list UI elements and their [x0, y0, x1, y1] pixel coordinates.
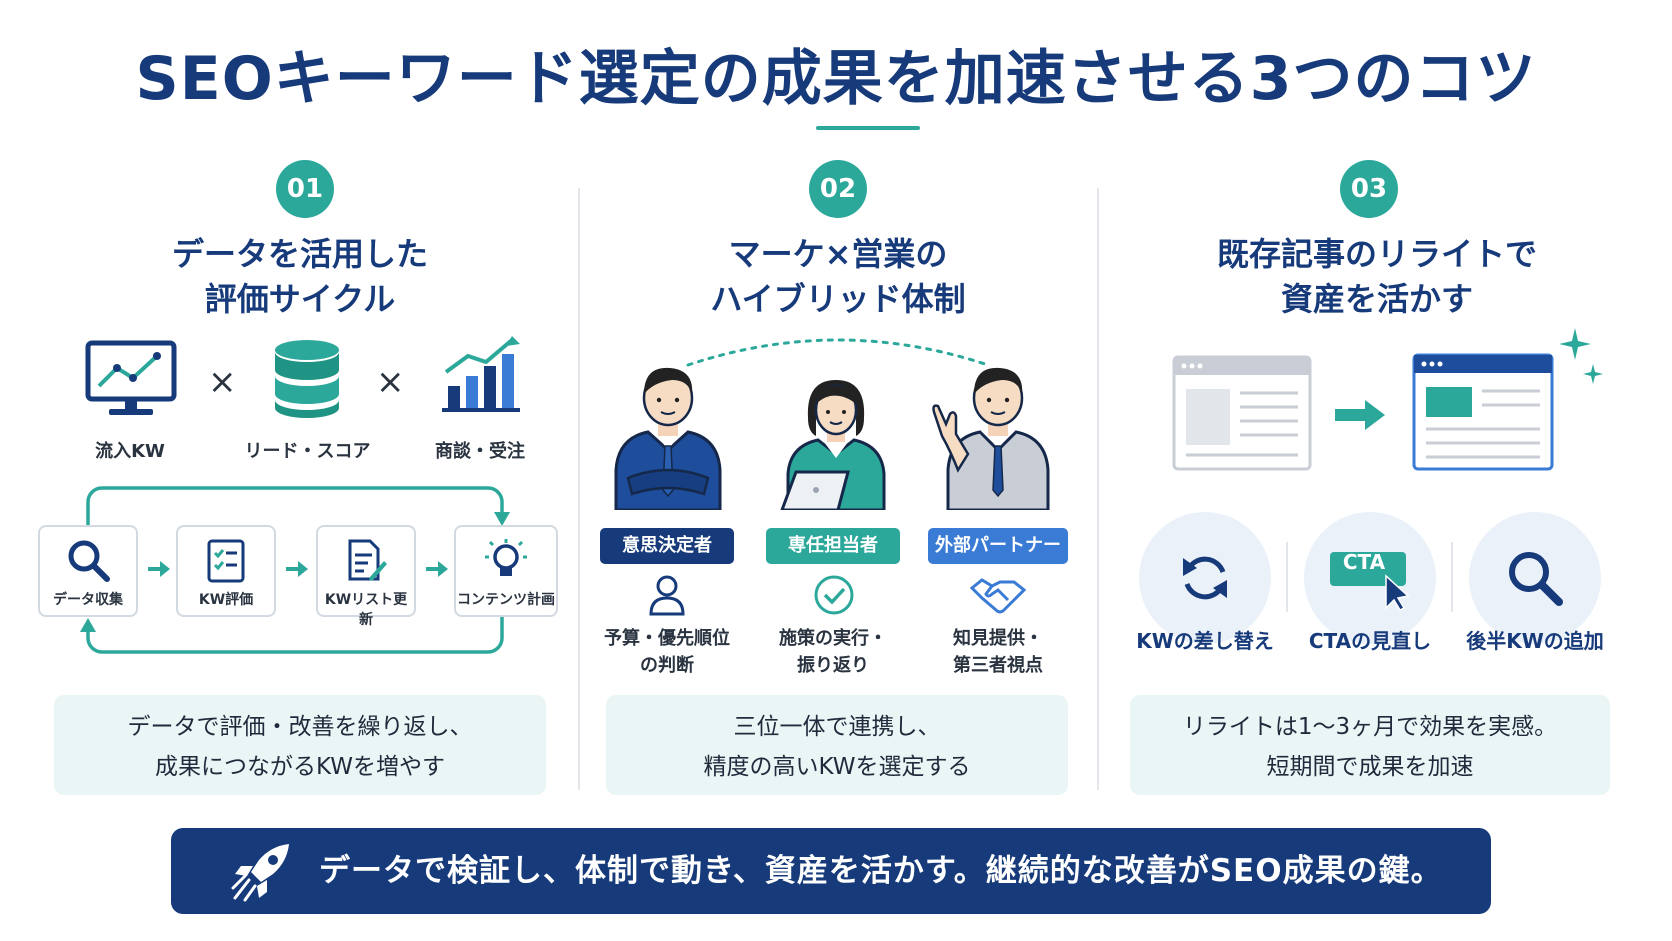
summary-line: 精度の高いKWを選定する — [703, 754, 971, 780]
database-icon — [275, 340, 339, 418]
cycle-step-label: コンテンツ計画 — [457, 592, 555, 608]
summary-line: データで評価・改善を繰り返し、 — [127, 714, 473, 740]
lightbulb-icon — [485, 539, 527, 576]
page-title: SEOキーワード選定の成果を加速させる3つのコツ — [135, 44, 1537, 114]
tip-summary: 三位一体で連携し、 精度の高いKWを選定する — [606, 695, 1068, 795]
multiply-sign: × — [208, 362, 237, 402]
summary-line: リライトは1〜3ヶ月で効果を実感。 — [1182, 714, 1558, 740]
tip-number-badge: 01 — [276, 160, 334, 218]
cta-label: CTA — [1342, 550, 1386, 574]
decision-maker-illustration — [614, 367, 722, 510]
role-description: 予算・優先順位 の判断 — [592, 625, 742, 679]
handshake-icon — [970, 578, 1026, 614]
summary-line: 短期間で成果を加速 — [1266, 754, 1474, 780]
tip-number-badge: 02 — [809, 160, 867, 218]
team-connection-arc — [686, 338, 990, 367]
cycle-step-kw-list-update: KWリスト更新 — [316, 525, 416, 628]
refresh-icon — [1183, 556, 1227, 600]
cycle-step-label: データ収集 — [53, 592, 123, 608]
action-kw-replace — [1139, 512, 1271, 644]
action-add-late-kw — [1469, 512, 1601, 644]
tip-heading-line: 評価サイクル — [204, 280, 396, 318]
cycle-step-content-planning: コンテンツ計画 — [454, 525, 558, 617]
column-divider — [578, 188, 580, 790]
role-badge-dedicated-staff: 専任担当者 — [766, 528, 900, 564]
sparkle-icon — [1559, 328, 1603, 384]
person-icon — [649, 575, 685, 616]
role-description-line: 知見提供・ — [953, 628, 1043, 649]
tip-heading-line: データを活用した — [171, 235, 428, 273]
footer-message: データで検証し、体制で動き、資産を活かす。継続的な改善がSEO成果の鍵。 — [319, 853, 1443, 889]
multiply-sign: × — [376, 362, 405, 402]
search-icon — [68, 540, 110, 582]
metric-label: 流入KW — [95, 441, 165, 462]
tip-heading-line: マーケ×営業の — [728, 235, 948, 273]
check-circle-icon — [814, 575, 854, 615]
tip-heading: 既存記事のリライトで 資産を活かす — [1117, 232, 1637, 322]
action-cta-review: CTA — [1304, 512, 1436, 644]
role-description-line: の判断 — [640, 655, 694, 676]
role-description-line: 予算・優先順位 — [604, 628, 730, 649]
summary-line: 成果につながるKWを増やす — [154, 754, 445, 780]
metric-label: リード・スコア — [244, 441, 371, 462]
arrow-right-icon — [1335, 400, 1385, 430]
search-icon — [1509, 552, 1563, 606]
cycle-loop-arrows — [80, 486, 510, 654]
metric-label: 商談・受注 — [435, 441, 525, 462]
cycle-step-label: KWリスト更新 — [324, 592, 408, 628]
cycle-step-label: KW評価 — [198, 592, 254, 608]
tip-heading-line: 資産を活かす — [1280, 280, 1473, 318]
footer-banner: データで検証し、体制で動き、資産を活かす。継続的な改善がSEO成果の鍵。 — [171, 828, 1491, 914]
new-article-window — [1412, 353, 1554, 471]
arrow-right-icon — [286, 561, 308, 577]
tip-column-1: 01 データを活用した 評価サイクル × × 流入KW リード・スコア 商談・受… — [30, 160, 570, 800]
tip-heading: マーケ×営業の ハイブリッド体制 — [598, 232, 1078, 322]
tip-heading-line: 既存記事のリライトで — [1216, 235, 1537, 273]
growth-chart-icon — [442, 336, 520, 412]
arrow-right-icon — [426, 561, 448, 577]
role-description: 施策の実行・ 振り返り — [758, 625, 908, 679]
role-description-line: 第三者視点 — [953, 655, 1043, 676]
checklist-icon — [207, 539, 245, 583]
summary-line: 三位一体で連携し、 — [733, 714, 941, 740]
role-badge-decision-maker: 意思決定者 — [600, 528, 734, 564]
tip-summary: リライトは1〜3ヶ月で効果を実感。 短期間で成果を加速 — [1130, 695, 1610, 795]
external-partner-illustration — [932, 367, 1050, 510]
rocket-icon — [231, 844, 289, 902]
role-description: 知見提供・ 第三者視点 — [923, 625, 1073, 679]
action-divider — [1286, 542, 1288, 612]
monitor-chart-icon — [85, 340, 177, 415]
cycle-step-data-collection: データ収集 — [38, 525, 138, 617]
role-badge-external-partner: 外部パートナー — [928, 528, 1068, 564]
tip-column-2: 02 マーケ×営業の ハイブリッド体制 — [598, 160, 1078, 800]
role-description-line: 施策の実行・ — [779, 628, 887, 649]
dedicated-staff-illustration — [780, 380, 886, 510]
action-divider — [1451, 542, 1453, 612]
tip-column-3: 03 既存記事のリライトで 資産を活かす — [1117, 160, 1637, 800]
cta-button-icon — [1330, 552, 1410, 610]
action-label: 後半KWの追加 — [1466, 629, 1604, 653]
title-underline — [816, 126, 920, 130]
arrow-right-icon — [148, 561, 170, 577]
document-edit-icon — [348, 539, 387, 581]
cycle-step-kw-evaluation: KW評価 — [176, 525, 276, 617]
tip-heading-line: ハイブリッド体制 — [710, 280, 966, 318]
action-label: CTAの見直し — [1308, 629, 1432, 653]
column-divider — [1097, 188, 1099, 790]
tip-heading: データを活用した 評価サイクル — [30, 232, 570, 322]
old-article-window — [1172, 355, 1312, 471]
action-label: KWの差し替え — [1136, 629, 1274, 653]
tip-summary: データで評価・改善を繰り返し、 成果につながるKWを増やす — [54, 695, 546, 795]
role-description-line: 振り返り — [797, 655, 869, 676]
tip-number-badge: 03 — [1340, 160, 1398, 218]
